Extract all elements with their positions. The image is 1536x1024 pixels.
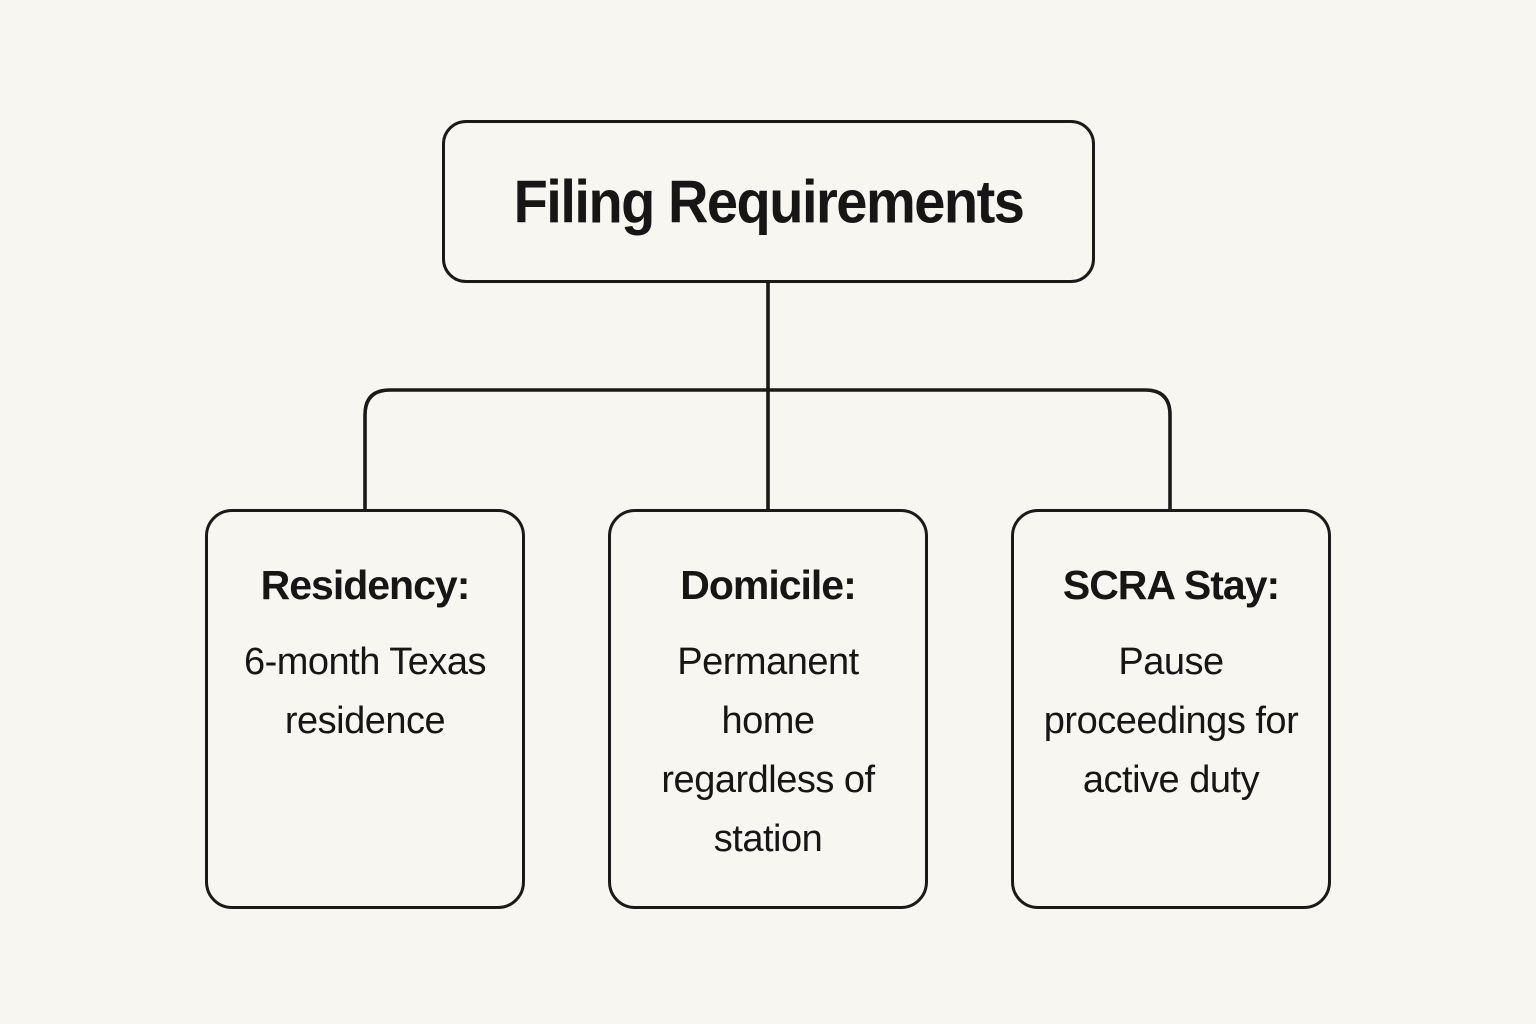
node-filing-requirements: Filing Requirements	[442, 120, 1095, 283]
node-heading: SCRA Stay:	[1062, 562, 1280, 608]
node-scra-stay: SCRA Stay: Pause proceedings for active …	[1011, 509, 1331, 909]
connector-rail-left-right-drops	[363, 388, 1172, 510]
node-domicile: Domicile: Permanent home regardless of s…	[608, 509, 928, 909]
node-heading: Domicile:	[680, 562, 857, 608]
node-body: Permanent home regardless of station	[661, 641, 875, 860]
node-title: Filing Requirements	[513, 167, 1025, 236]
node-body: 6-month Texas residence	[243, 641, 487, 743]
node-body: Pause proceedings for active duty	[1043, 641, 1299, 801]
node-residency: Residency: 6-month Texas residence	[205, 509, 525, 909]
node-heading: Residency:	[260, 562, 471, 608]
